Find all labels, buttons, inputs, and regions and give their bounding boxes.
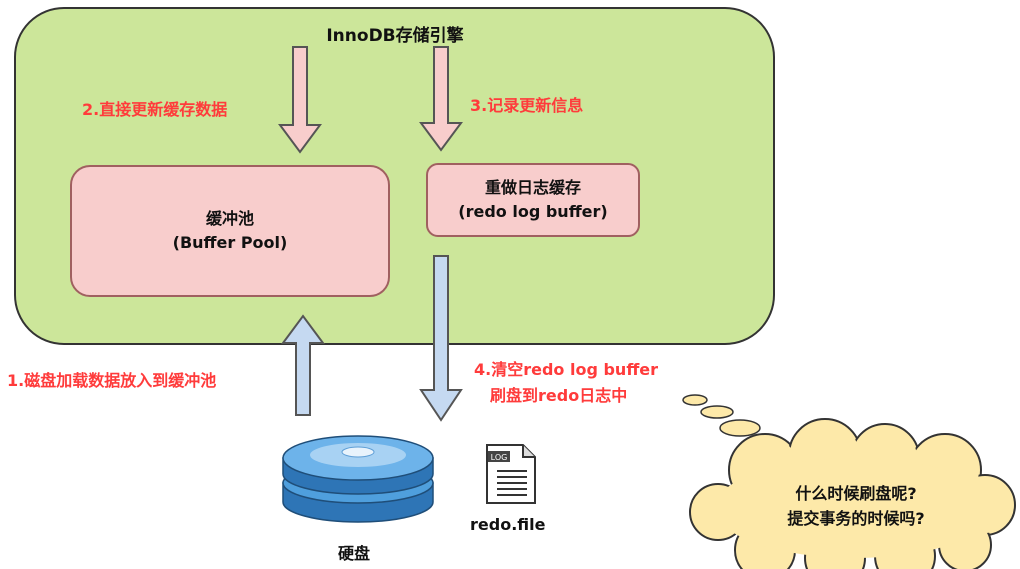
thought-dot-3 xyxy=(719,419,761,437)
step-1-label: 1.磁盘加载数据放入到缓冲池 xyxy=(7,371,217,390)
arrow-load-data xyxy=(281,314,325,416)
thought-line-1: 什么时候刷盘呢? xyxy=(795,484,917,503)
buffer-pool-box: 缓冲池 (Buffer Pool) xyxy=(70,165,390,297)
redo-buffer-subtitle: (redo log buffer) xyxy=(458,202,608,221)
thought-line-2: 提交事务的时候吗? xyxy=(787,509,925,528)
thought-text: 什么时候刷盘呢? 提交事务的时候吗? xyxy=(726,481,986,531)
step-4-label-line2: 刷盘到redo日志中 xyxy=(490,386,628,405)
redo-file-label: redo.file xyxy=(470,515,546,534)
buffer-pool-title: 缓冲池 xyxy=(205,209,254,228)
step-2-label: 2.直接更新缓存数据 xyxy=(82,100,228,119)
buffer-pool-subtitle: (Buffer Pool) xyxy=(172,233,288,252)
disk-icon xyxy=(282,435,434,523)
step-3-label: 3.记录更新信息 xyxy=(470,96,584,115)
disk-label: 硬盘 xyxy=(338,544,371,563)
engine-title: InnoDB存储引擎 xyxy=(326,26,464,46)
redo-log-buffer-box: 重做日志缓存 (redo log buffer) xyxy=(426,163,640,237)
thought-dot-1 xyxy=(682,394,708,406)
thought-bubble xyxy=(682,394,1016,569)
step-4-label-line1: 4.清空redo log buffer xyxy=(474,360,659,379)
arrow-flush-redo xyxy=(419,255,463,422)
log-icon-text: LOG xyxy=(491,453,508,462)
arrow-record-update xyxy=(419,46,463,152)
arrow-update-cache xyxy=(278,46,322,154)
thought-dot-2 xyxy=(700,405,734,419)
redo-buffer-title: 重做日志缓存 xyxy=(484,178,581,197)
log-file-icon: LOG xyxy=(486,444,536,504)
